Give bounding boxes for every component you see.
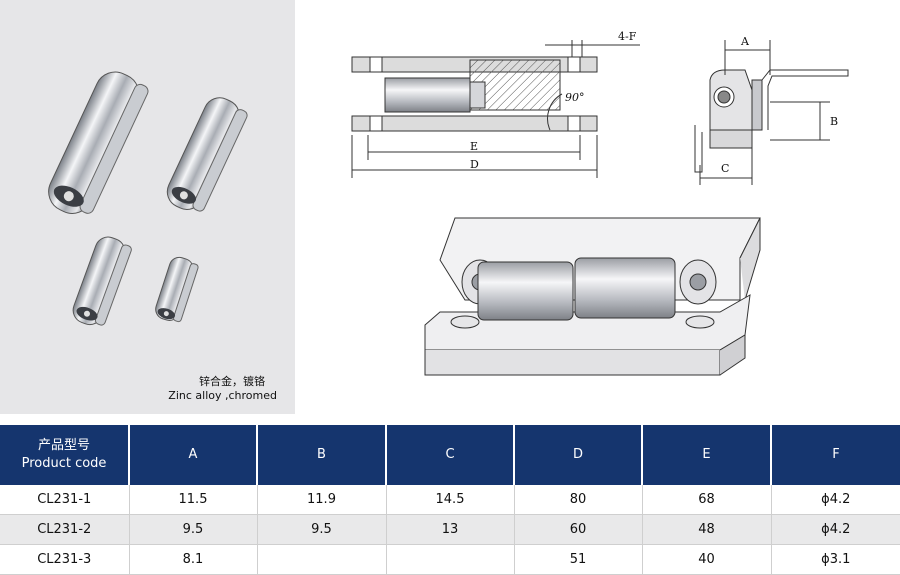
cell-d: 51 bbox=[514, 544, 643, 575]
cell-b: 11.9 bbox=[257, 485, 387, 515]
material-caption-en: Zinc alloy ,chromed bbox=[168, 389, 277, 402]
cell-a: 11.5 bbox=[129, 485, 258, 515]
header-d: D bbox=[514, 425, 643, 485]
isometric-view-drawing bbox=[424, 217, 761, 376]
cell-e: 68 bbox=[642, 485, 772, 515]
hinge-small bbox=[72, 236, 132, 326]
front-view-drawing bbox=[351, 40, 640, 178]
label-angle: 90° bbox=[565, 91, 585, 104]
label-dim-a: A bbox=[740, 35, 750, 48]
cell-e: 40 bbox=[642, 544, 772, 575]
cell-e: 48 bbox=[642, 514, 772, 545]
header-e: E bbox=[642, 425, 772, 485]
cell-f: ϕ4.2 bbox=[771, 514, 900, 545]
technical-drawings: 4-F 90° E D A B C bbox=[351, 30, 849, 376]
product-photo-panel: 锌合金，镀铬 Zinc alloy ,chromed bbox=[0, 0, 295, 414]
label-dim-e: E bbox=[470, 140, 478, 153]
cell-b: 9.5 bbox=[257, 514, 387, 545]
cell-a: 8.1 bbox=[129, 544, 258, 575]
hinge-large bbox=[48, 71, 149, 214]
hinge-medium bbox=[166, 97, 248, 212]
table-row: CL231-1 11.5 11.9 14.5 80 68 ϕ4.2 bbox=[0, 485, 900, 515]
hinge-smallest bbox=[155, 256, 199, 323]
cell-c bbox=[386, 544, 515, 575]
spec-table-header-row: 产品型号 Product code A B C D E F bbox=[0, 425, 900, 485]
cell-c: 14.5 bbox=[386, 485, 515, 515]
label-dim-c: C bbox=[721, 162, 729, 175]
label-holes: 4-F bbox=[618, 30, 637, 43]
cell-a: 9.5 bbox=[129, 514, 258, 545]
material-caption: 锌合金，镀铬 Zinc alloy ,chromed bbox=[0, 375, 295, 403]
cell-product-code: CL231-1 bbox=[0, 485, 130, 515]
header-product-code-cn: 产品型号 bbox=[37, 438, 90, 453]
header-a: A bbox=[129, 425, 258, 485]
cell-c: 13 bbox=[386, 514, 515, 545]
label-dim-d: D bbox=[470, 158, 479, 171]
hinge-photo-illustration bbox=[48, 71, 248, 326]
spec-table: 产品型号 Product code A B C D E F CL231-1 11… bbox=[0, 425, 900, 575]
table-row: CL231-3 8.1 51 40 ϕ3.1 bbox=[0, 544, 900, 575]
header-b: B bbox=[257, 425, 387, 485]
cell-product-code: CL231-3 bbox=[0, 544, 130, 575]
side-view-drawing bbox=[694, 40, 849, 185]
cell-product-code: CL231-2 bbox=[0, 514, 130, 545]
material-caption-cn: 锌合金，镀铬 bbox=[199, 375, 265, 388]
label-dim-b: B bbox=[830, 115, 838, 128]
header-c: C bbox=[386, 425, 515, 485]
header-f: F bbox=[771, 425, 900, 485]
header-product-code: 产品型号 Product code bbox=[0, 425, 130, 485]
cell-d: 60 bbox=[514, 514, 643, 545]
table-row: CL231-2 9.5 9.5 13 60 48 ϕ4.2 bbox=[0, 514, 900, 545]
cell-f: ϕ3.1 bbox=[771, 544, 900, 575]
cell-f: ϕ4.2 bbox=[771, 485, 900, 515]
cell-d: 80 bbox=[514, 485, 643, 515]
cell-b bbox=[257, 544, 387, 575]
header-product-code-en: Product code bbox=[21, 456, 107, 471]
